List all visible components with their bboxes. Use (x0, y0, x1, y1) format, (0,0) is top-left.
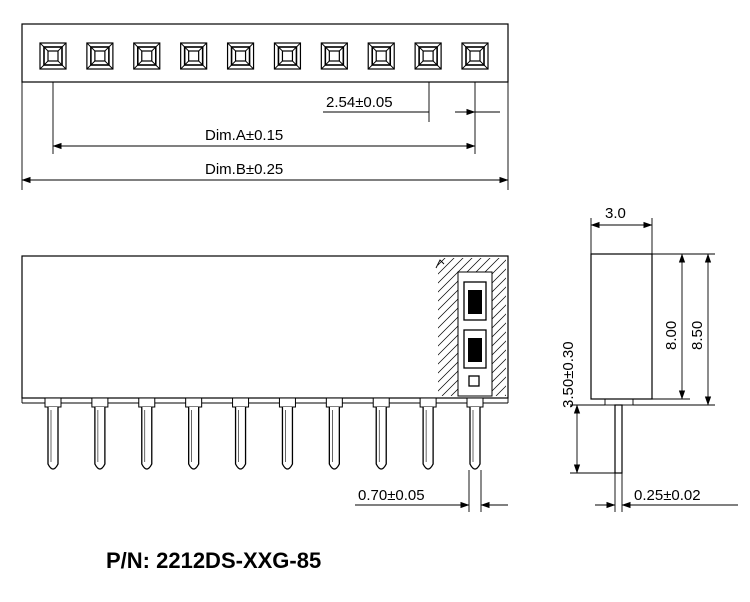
cross-section (435, 258, 506, 397)
contact-opening (133, 42, 161, 70)
side-view-pin (614, 404, 623, 474)
contact-opening (273, 42, 302, 70)
front-view: 0.70±0.05 (21, 255, 509, 512)
pin-thickness-dimension: 0.25±0.02 (595, 473, 738, 512)
total-height-label: 8.50 (689, 321, 706, 350)
dim-a-label: Dim.A±0.15 (205, 127, 283, 144)
pin (232, 397, 250, 470)
top-view: 2.54±0.05 Dim.A±0.15 Dim.B±0.25 (21, 23, 509, 190)
pin (91, 397, 109, 470)
contact-opening (86, 42, 114, 70)
pin (185, 397, 203, 470)
side-view-body (590, 253, 653, 400)
pin (325, 397, 343, 470)
contact-opening (39, 42, 67, 70)
total-height-dimension: 8.50 (633, 253, 715, 406)
contact-openings (39, 42, 489, 70)
front-view-body (21, 255, 509, 399)
contact-opening (367, 42, 395, 70)
side-view: 3.0 8.00 8.50 3.50±0.30 (560, 205, 738, 512)
body-height-label: 8.00 (663, 321, 680, 350)
pitch-label: 2.54±0.05 (326, 94, 393, 111)
part-number: P/N: 2212DS-XXG-85 (106, 548, 321, 573)
dim-a-dimension: Dim.A±0.15 (52, 127, 476, 150)
pin-width-label: 0.70±0.05 (358, 487, 425, 504)
pin-width-dimension: 0.70±0.05 (355, 470, 508, 512)
pin (372, 397, 390, 470)
width-label: 3.0 (605, 205, 626, 222)
contact-opening (180, 42, 208, 70)
contact-tail-window (468, 375, 480, 387)
pin-length-dimension: 3.50±0.30 (560, 341, 615, 474)
contact-opening (414, 42, 442, 70)
pin-length-label: 3.50±0.30 (560, 341, 577, 408)
body-height-dimension: 8.00 (652, 253, 715, 400)
dim-b-label: Dim.B±0.25 (205, 161, 283, 178)
pin (44, 397, 62, 470)
contact-opening (320, 42, 348, 70)
contact-opening (226, 42, 255, 70)
contact-opening (461, 42, 489, 70)
dim-b-dimension: Dim.B±0.25 (21, 82, 509, 190)
pin (278, 397, 296, 470)
pitch-dimension: 2.54±0.05 (323, 94, 500, 116)
pin (466, 397, 484, 470)
top-view-body (21, 23, 509, 83)
pins (44, 397, 484, 470)
pin-thickness-label: 0.25±0.02 (634, 487, 701, 504)
width-dimension: 3.0 (590, 205, 653, 254)
pin (419, 397, 437, 470)
pin (138, 397, 156, 470)
